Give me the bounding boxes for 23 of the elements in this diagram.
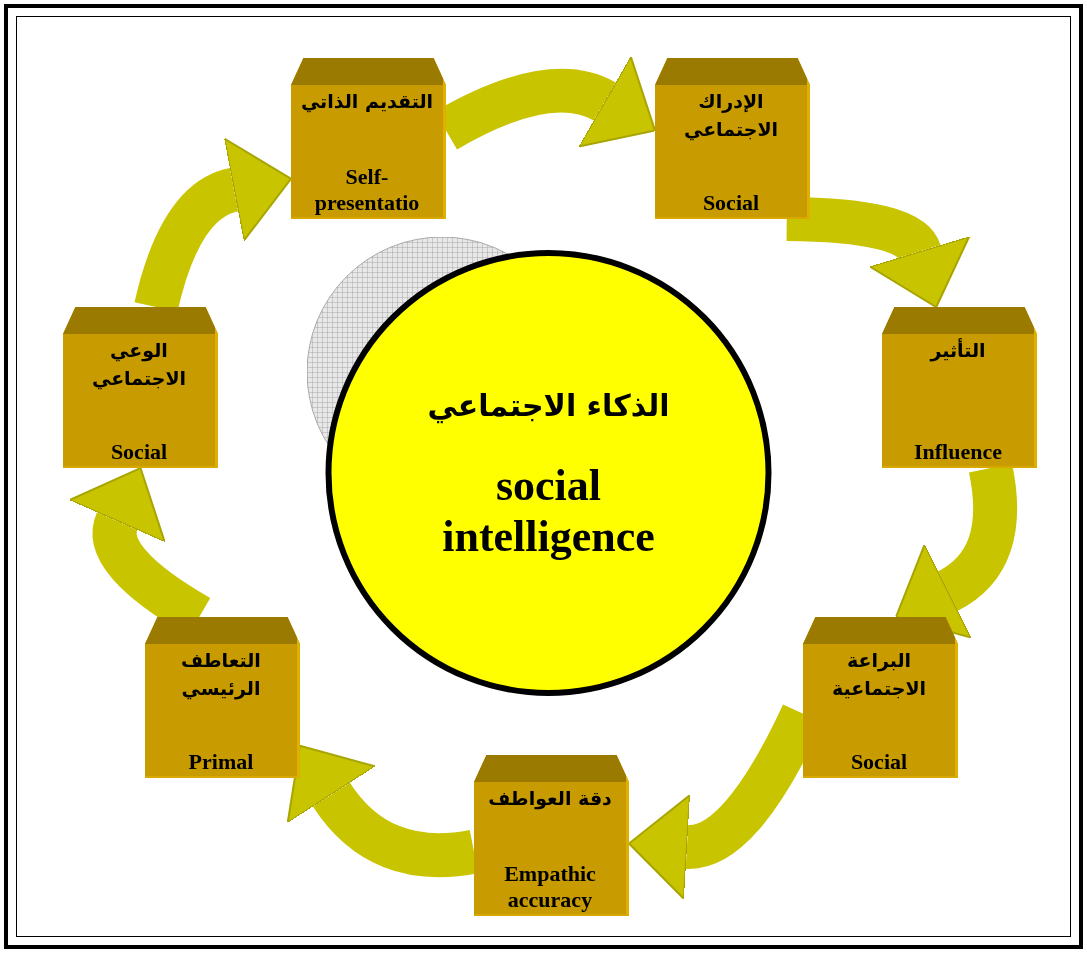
cube-box (145, 617, 300, 778)
cube-box (655, 58, 810, 219)
cube-box (291, 58, 446, 219)
circle-subtitle: social intelligence (441, 461, 656, 563)
english-label: Primal (188, 748, 254, 774)
english-label: Empathic accuracy (503, 861, 597, 912)
arabic-label: الوعي الاجتماعي (90, 338, 188, 392)
arabic-label: البراعة الاجتماعية (830, 648, 928, 701)
english-label: Self- presentatio (313, 164, 421, 215)
circle-title: الذكاء الاجتماعي (427, 386, 670, 426)
arabic-label: دقة العواطف (488, 786, 612, 812)
english-label: Social (702, 189, 760, 215)
arabic-label: التقديم الذاتي (300, 89, 434, 115)
arabic-label: التأثير (930, 337, 986, 364)
cube-box (882, 307, 1037, 468)
english-label: Social (110, 438, 168, 464)
cube-box (803, 617, 958, 778)
arabic-label: الإدراك الاجتماعي (682, 89, 780, 143)
cube-box (63, 307, 218, 468)
english-label: Social (850, 748, 908, 774)
cube-box (474, 755, 629, 916)
arabic-label: التعاطف الرئيسي (180, 648, 262, 702)
english-label: Influence (914, 438, 1002, 464)
